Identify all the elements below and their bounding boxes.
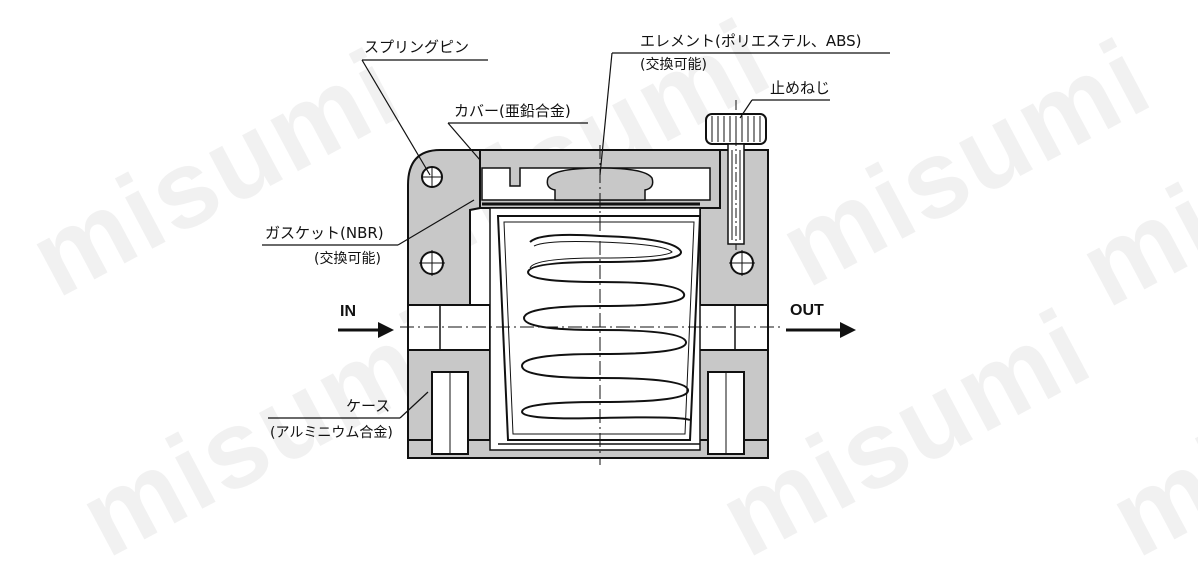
leader-lines xyxy=(262,52,890,419)
label-gasket: ガスケット(NBR) xyxy=(265,224,384,242)
label-inlet: IN xyxy=(340,303,356,320)
label-case: ケース xyxy=(346,397,391,415)
label-gasket-sub: (交換可能) xyxy=(314,251,381,267)
set-screw xyxy=(705,100,767,250)
outlet-arrow xyxy=(786,322,856,338)
spring-pin xyxy=(421,166,443,188)
spring xyxy=(520,233,691,421)
bolt-hole xyxy=(729,250,755,276)
inlet-arrow xyxy=(338,322,394,338)
label-element: エレメント(ポリエステル、ABS) xyxy=(640,32,862,50)
filter-cross-section xyxy=(262,52,890,465)
label-outlet: OUT xyxy=(790,302,824,319)
filter-diagram: misumi misumi misumi misumi misumi misum… xyxy=(11,0,1198,580)
label-element-sub: (交換可能) xyxy=(640,57,707,73)
cover xyxy=(479,149,721,209)
bolt-hole xyxy=(419,250,445,276)
label-spring-pin: スプリングピン xyxy=(364,38,470,56)
label-cover: カバー(亜鉛合金) xyxy=(454,102,571,120)
label-case-sub: (アルミニウム合金) xyxy=(270,425,393,441)
label-set-screw: 止めねじ xyxy=(770,79,831,97)
